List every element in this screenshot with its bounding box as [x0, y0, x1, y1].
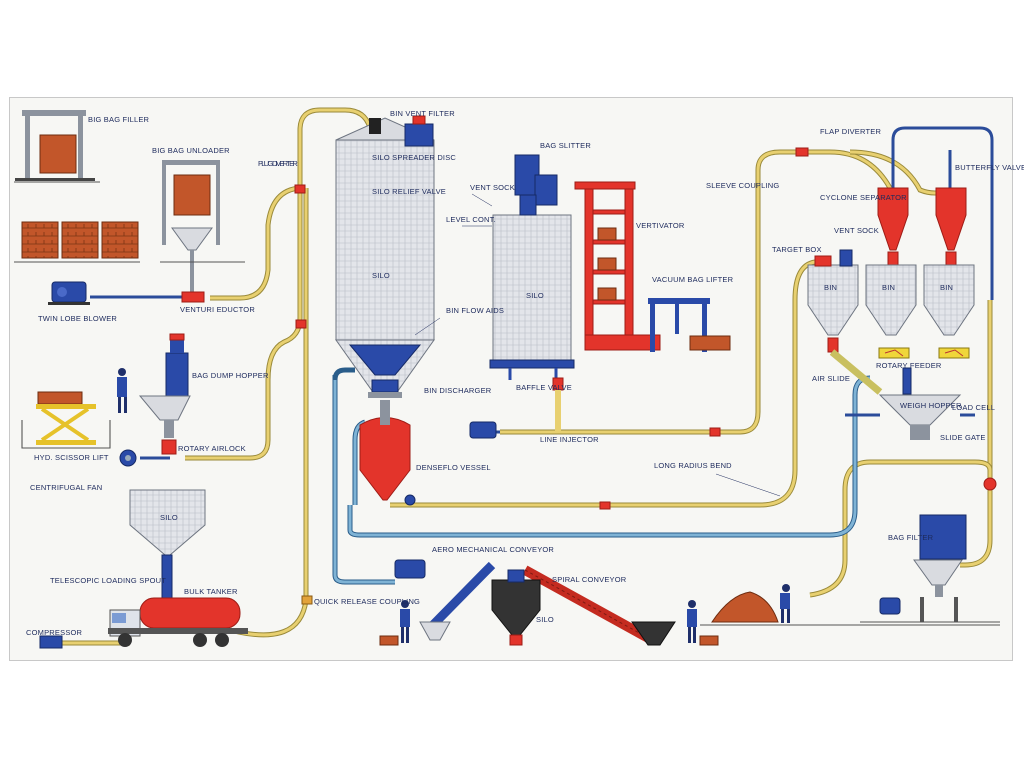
brick-pile [711, 591, 779, 623]
air-slide [829, 349, 883, 395]
operators-bottom [379, 600, 719, 646]
label-vent-sock-right: VENT SOCK [834, 226, 879, 235]
label-denseflo-vessel: DENSEFLO VESSEL [416, 463, 491, 472]
label-butterfly-valve: BUTTERFLY VALVE [955, 163, 1024, 172]
denseflo-vessel [359, 400, 416, 506]
centrifugal-fan [119, 449, 137, 467]
aero-mechanical-feed-station [394, 559, 451, 641]
middle-silo [489, 214, 575, 432]
cyclone-separators [877, 187, 967, 267]
label-bag-dump-hopper: BAG DUMP HOPPER [192, 371, 269, 380]
vertivator [574, 181, 661, 351]
label-silo-main: SILO [372, 271, 390, 280]
label-level-cont: LEVEL CONT. [446, 215, 496, 224]
line-injector-blower [469, 421, 497, 439]
label-baffle-valve: BAFFLE VALVE [516, 383, 572, 392]
label-vertivator: VERTIVATOR [636, 221, 685, 230]
label-air-slide: AIR SLIDE [812, 374, 850, 383]
operator-right [780, 584, 790, 623]
twin-lobe-blower [48, 281, 90, 305]
label-spiral-conveyor: SPIRAL CONVEYOR [552, 575, 627, 584]
label-big-bag-filler: BIG BAG FILLER [88, 115, 150, 124]
label-sleeve-coupling: SLEEVE COUPLING [706, 181, 779, 190]
label-cyclone-separator: CYCLONE SEPARATOR [820, 193, 907, 202]
label-silo-tanker: SILO [160, 513, 178, 522]
label-compressor: COMPRESSOR [26, 628, 83, 637]
spiral-conveyor-hopper [631, 621, 676, 646]
label-silo-bottom: SILO [536, 615, 554, 624]
label-vacuum-bag-lifter: VACUUM BAG LIFTER [652, 275, 734, 284]
label-bag-slitter: BAG SLITTER [540, 141, 591, 150]
label-weigh-hopper: WEIGH HOPPER [900, 401, 962, 410]
label-twin-lobe-blower: TWIN LOBE BLOWER [38, 314, 117, 323]
compressor [39, 635, 63, 649]
bag-dump-hopper [138, 333, 191, 455]
label-bin-1: BIN [824, 283, 837, 292]
label-line-injector: LINE INJECTOR [540, 435, 599, 444]
label-quick-release-coupling: QUICK RELEASE COUPLING [314, 597, 420, 606]
ground-lines [14, 181, 1000, 626]
big-bag-unloader [162, 160, 220, 303]
bulk-tanker [108, 597, 248, 647]
label-silo-mid: SILO [526, 291, 544, 300]
label-bin-3: BIN [940, 283, 953, 292]
label-aero-mechanical-conveyor: AERO MECHANICAL CONVEYOR [432, 545, 554, 554]
label-vent-sock-left: VENT SOCK [470, 183, 515, 192]
brick-pallets [21, 221, 139, 259]
main-silo [335, 115, 435, 398]
leader-lines [414, 193, 781, 497]
rotary-feeders [878, 347, 970, 359]
label-plug-diverter-1: PLUG DIVERTER [258, 159, 298, 168]
label-hyd-scissor-lift: HYD. SCISSOR LIFT [34, 453, 109, 462]
labels: BIG BAG FILLER BIG BAG UNLOADER PLUG DIV… [26, 109, 1024, 637]
bottom-silo [491, 569, 541, 646]
label-venturi-eductor: VENTURI EDUCTOR [180, 305, 255, 314]
label-bin-flow-aids: BIN FLOW AIDS [446, 306, 504, 315]
label-bin-vent-filter: BIN VENT FILTER [390, 109, 455, 118]
label-centrifugal-fan: CENTRIFUGAL FAN [30, 483, 102, 492]
label-bin-discharger: BIN DISCHARGER [424, 386, 492, 395]
hyd-scissor-lift [21, 391, 111, 449]
label-flap-diverter: FLAP DIVERTER [820, 127, 881, 136]
label-target-box: TARGET BOX [772, 245, 822, 254]
label-bag-filter: BAG FILTER [888, 533, 934, 542]
label-rotary-feeder: ROTARY FEEDER [876, 361, 942, 370]
bag-filter [879, 514, 967, 622]
pipelines [60, 107, 994, 646]
bag-slitter [514, 154, 558, 216]
bins [807, 249, 975, 353]
weigh-hopper [878, 367, 962, 440]
label-silo-relief-valve: SILO RELIEF VALVE [372, 187, 446, 196]
big-bag-filler [15, 110, 95, 181]
operator-left [117, 368, 127, 413]
label-long-radius-bend: LONG RADIUS BEND [654, 461, 732, 470]
vacuum-bag-lifter [648, 298, 731, 352]
label-silo-spreader-disc: SILO SPREADER DISC [372, 153, 456, 162]
label-rotary-airlock: ROTARY AIRLOCK [178, 444, 246, 453]
tanker-loading-silo [129, 489, 206, 601]
label-bin-2: BIN [882, 283, 895, 292]
valve-markers [294, 147, 997, 605]
label-big-bag-unloader: BIG BAG UNLOADER [152, 146, 230, 155]
label-load-cell: LOAD CELL [952, 403, 995, 412]
label-telescopic-loading-spout: TELESCOPIC LOADING SPOUT [50, 576, 166, 585]
label-bulk-tanker: BULK TANKER [184, 587, 238, 596]
label-slide-gate: SLIDE GATE [940, 433, 986, 442]
